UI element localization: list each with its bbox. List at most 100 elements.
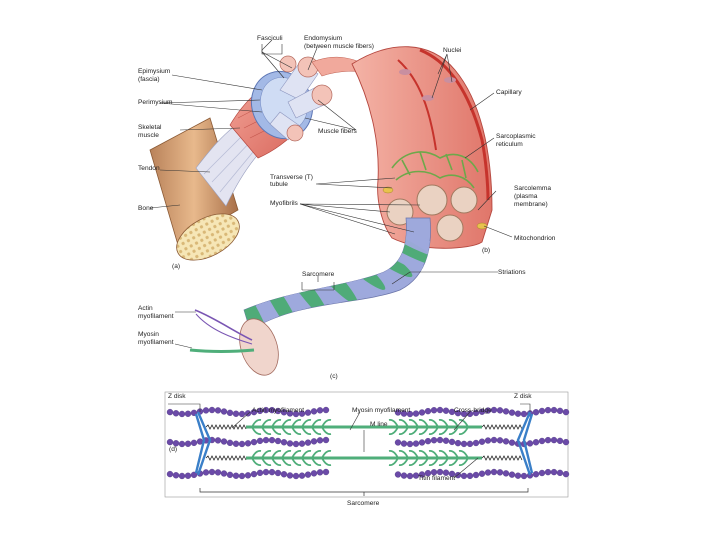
actin-bead <box>244 440 252 447</box>
label-z-disk-right: Z disk <box>514 393 532 400</box>
titin-filament <box>205 424 247 430</box>
actin-bead <box>316 407 324 414</box>
titin-filament <box>481 455 523 461</box>
actin-bead <box>304 409 312 416</box>
actin-bead <box>244 472 252 479</box>
label-endomysium: Endomysium <box>304 35 343 42</box>
actin-bead <box>418 439 426 446</box>
myosin-head <box>251 418 262 436</box>
actin-bead <box>424 438 432 445</box>
label-mitochondrion: Mitochondrion <box>514 235 556 242</box>
actin-bead <box>466 472 474 480</box>
actin-bead <box>532 471 540 478</box>
actin-bead <box>172 472 180 479</box>
actin-bead <box>274 469 282 477</box>
titin-filament <box>481 424 523 430</box>
actin-bead <box>514 410 522 417</box>
nucleus <box>422 95 434 101</box>
actin-bead <box>286 472 294 479</box>
myosin-head <box>271 418 282 436</box>
actin-bead <box>478 438 486 445</box>
actin-bead <box>190 439 198 446</box>
actin-bead <box>214 469 222 476</box>
actin-bead <box>412 472 420 479</box>
actin-bead <box>436 436 444 444</box>
myosin-head <box>301 449 312 467</box>
myosin-head <box>321 418 332 436</box>
actin-bead <box>514 472 522 479</box>
label-perimysium: Perimysium <box>138 99 173 106</box>
mitochondrion <box>476 222 488 230</box>
myosin-head <box>261 418 272 436</box>
actin-bead <box>556 407 564 415</box>
myosin-head <box>261 449 272 467</box>
actin-bead <box>232 440 240 447</box>
myosin-head <box>458 418 469 436</box>
actin-bead <box>274 437 282 445</box>
label-actin-2: myofilament <box>138 313 174 320</box>
myosin-head <box>291 449 302 467</box>
actin-bead <box>280 409 288 416</box>
actin-bead <box>226 409 234 416</box>
label-sr-1: Sarcoplasmic <box>496 133 536 140</box>
actin-bead <box>430 407 438 414</box>
fasciculi <box>269 55 333 142</box>
actin-bead <box>400 472 408 479</box>
actin-bead <box>310 470 318 477</box>
actin-bead <box>538 407 546 415</box>
actin-bead <box>214 407 222 414</box>
sarcoplasmic-reticulum <box>391 151 479 189</box>
actin-bead <box>454 440 462 447</box>
label-myosin-1: Myosin <box>138 331 159 338</box>
label-nuclei: Nuclei <box>443 47 462 54</box>
actin-bead <box>394 409 402 416</box>
actin-bead <box>310 408 318 415</box>
actin-bead <box>256 437 264 444</box>
panel-label-d: (d) <box>169 446 177 453</box>
actin-bead <box>178 472 186 480</box>
actin-bead <box>280 471 288 478</box>
myosin-head <box>321 449 332 467</box>
actin-bead <box>406 440 414 448</box>
actin-bead <box>184 440 192 447</box>
myosin-head <box>428 418 439 436</box>
myosin-head <box>271 449 282 467</box>
actin-bead <box>538 469 546 477</box>
actin-bead <box>412 410 420 417</box>
label-fasciculi: Fasciculi <box>257 35 283 42</box>
actin-bead <box>478 470 486 477</box>
actin-bead <box>418 409 426 416</box>
actin-bead <box>220 470 228 477</box>
myofibril-cut-end <box>239 318 279 376</box>
titin-filament <box>205 455 247 461</box>
actin-bead <box>490 406 498 414</box>
z-disk-left <box>194 411 212 476</box>
actin-bead <box>202 469 210 476</box>
labels: Fasciculi Endomysium (between muscle fib… <box>138 35 556 507</box>
actin-bead <box>502 470 510 477</box>
actin-bead <box>442 437 450 444</box>
actin-bead <box>484 469 492 476</box>
panel-label-c: (c) <box>330 373 338 380</box>
actin-bead <box>316 437 324 444</box>
actin-bead <box>508 409 516 416</box>
myosin-head <box>408 418 419 436</box>
actin-bead <box>418 471 426 478</box>
actin-bead <box>538 437 546 445</box>
panel-label-b: (b) <box>482 247 490 254</box>
panel-d-sarcomere <box>164 391 570 498</box>
actin-bead <box>550 468 558 476</box>
actin-bead <box>178 410 186 418</box>
actin-bead <box>202 407 210 414</box>
label-sarcolemma-2: (plasma <box>514 193 538 200</box>
actin-bead <box>298 440 306 447</box>
actin-bead <box>442 469 450 476</box>
actin-bead <box>250 408 258 416</box>
label-skeletal-muscle-2: muscle <box>138 132 159 139</box>
actin-bead <box>544 406 552 414</box>
actin-bead <box>406 472 414 480</box>
actin-bead <box>490 436 498 444</box>
actin-bead <box>178 440 186 448</box>
actin-bead <box>562 408 570 416</box>
